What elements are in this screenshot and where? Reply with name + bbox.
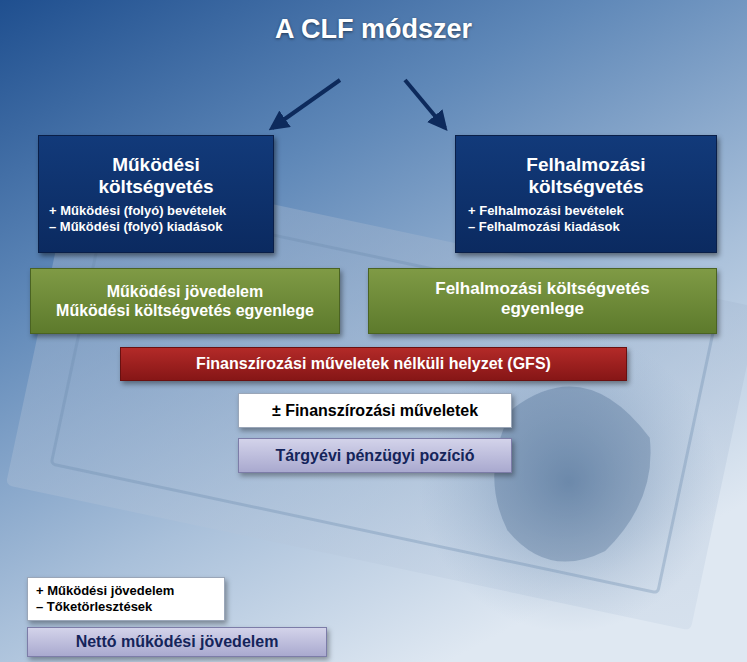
title-arrow: [405, 80, 445, 128]
node-text: Nettó működési jövedelem: [38, 632, 316, 651]
balance-box: Működési jövedelemMűködési költségvetés …: [30, 268, 340, 334]
node-text: Felhalmozási költségvetés egyenlege: [408, 279, 678, 320]
diagram-title: A CLF módszer: [0, 14, 747, 45]
node-text: Tárgyévi pénzügyi pozíció: [249, 446, 501, 465]
title-arrow: [272, 80, 340, 128]
node-text: + Működési jövedelem: [36, 583, 216, 599]
node-text: Működési költségvetés: [81, 154, 231, 200]
node-line: – Működési (folyó) kiadások: [49, 219, 263, 235]
node-line: – Felhalmozási kiadások: [468, 219, 704, 235]
node-line: – Tőketörlesztések: [36, 599, 216, 615]
node-text: Működési jövedelem: [39, 282, 331, 301]
node-line: + Működési (folyó) bevételek: [49, 203, 263, 219]
result-box: Nettó működési jövedelem: [27, 627, 327, 657]
node-text: ± Finanszírozási műveletek: [249, 401, 501, 420]
position-box: Tárgyévi pénzügyi pozíció: [238, 438, 512, 473]
node-line: + Felhalmozási bevételek: [468, 203, 704, 219]
balance-box: Felhalmozási költségvetés egyenlege: [368, 268, 717, 334]
node-text: Felhalmozási költségvetés: [501, 154, 671, 200]
budget-box: Működési költségvetés + Működési (folyó) …: [38, 135, 274, 253]
budget-box: Felhalmozási költségvetés + Felhalmozási …: [455, 135, 717, 253]
formula-box: + Működési jövedelem– Tőketörlesztések: [27, 577, 225, 621]
node-line: Működési költségvetés egyenlege: [39, 301, 331, 320]
operation-box: ± Finanszírozási műveletek: [238, 393, 512, 428]
gfs-box: Finanszírozási műveletek nélküli helyzet…: [120, 347, 627, 381]
node-text: Finanszírozási műveletek nélküli helyzet…: [131, 354, 616, 373]
